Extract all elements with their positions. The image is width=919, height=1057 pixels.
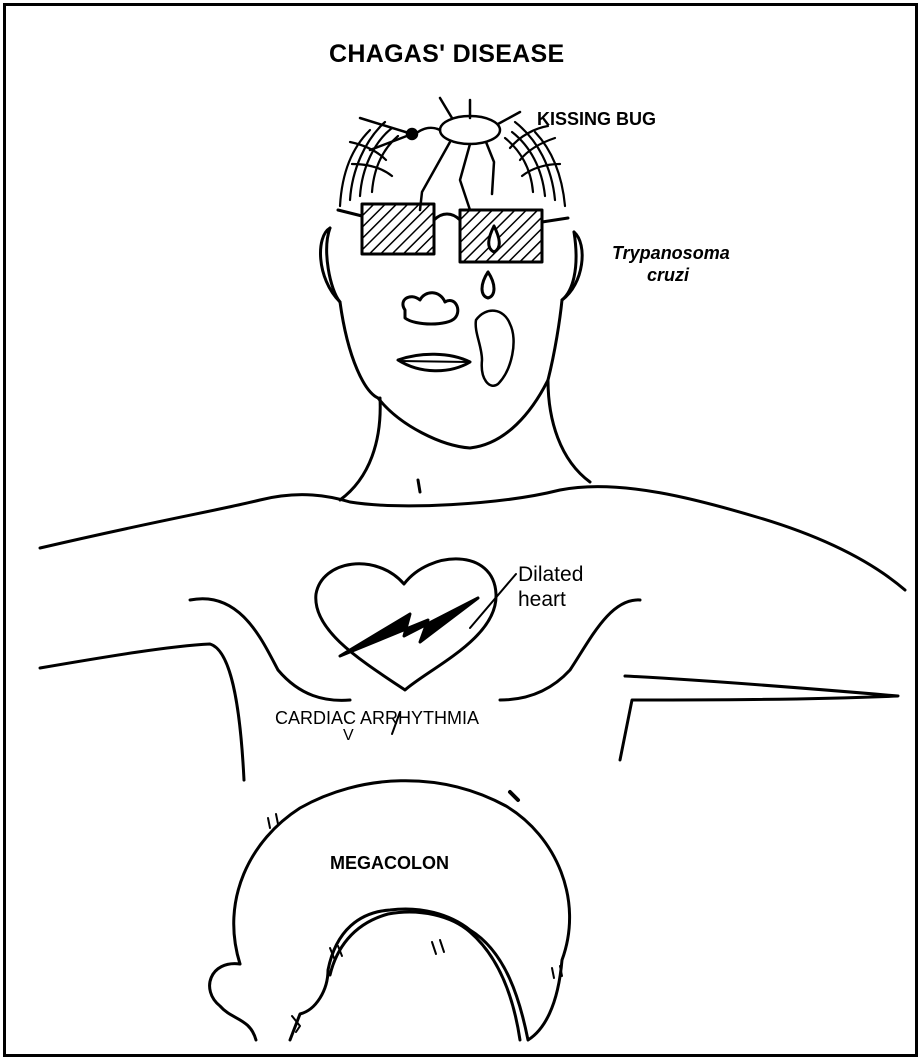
- arrhythmia-mark: V: [343, 727, 354, 745]
- megacolon-label: MEGACOLON: [330, 853, 449, 874]
- right-ear: [562, 232, 582, 300]
- neck-right: [548, 380, 590, 482]
- neck-left: [340, 398, 380, 500]
- cardiac-arrhythmia-label: CARDIAC ARRHYTHMIA: [275, 708, 479, 729]
- left-arm: [40, 644, 244, 780]
- colon-outline: [234, 781, 570, 1040]
- collarbone-mark: [418, 480, 420, 492]
- parasite-drop-2: [482, 272, 494, 298]
- nose: [403, 293, 458, 324]
- parasite-label-species: cruzi: [647, 265, 689, 286]
- right-chest: [500, 600, 640, 700]
- romana-sign: [476, 311, 514, 386]
- colon-inner: [330, 912, 520, 1040]
- dilated-heart-label-line2: heart: [518, 588, 566, 612]
- diagram-title: CHAGAS' DISEASE: [329, 40, 564, 69]
- colon-loop: [210, 964, 256, 1040]
- dilated-heart-label-line1: Dilated: [518, 563, 583, 587]
- sunglasses: [338, 204, 568, 262]
- left-chest: [190, 599, 350, 701]
- hair: [340, 122, 565, 206]
- parasite-label-genus: Trypanosoma: [612, 243, 730, 264]
- lightning-bolt: [340, 598, 478, 656]
- shoulders: [40, 487, 905, 590]
- kissing-bug-label: KISSING BUG: [537, 109, 656, 130]
- right-arm: [620, 676, 898, 760]
- left-ear: [321, 228, 340, 302]
